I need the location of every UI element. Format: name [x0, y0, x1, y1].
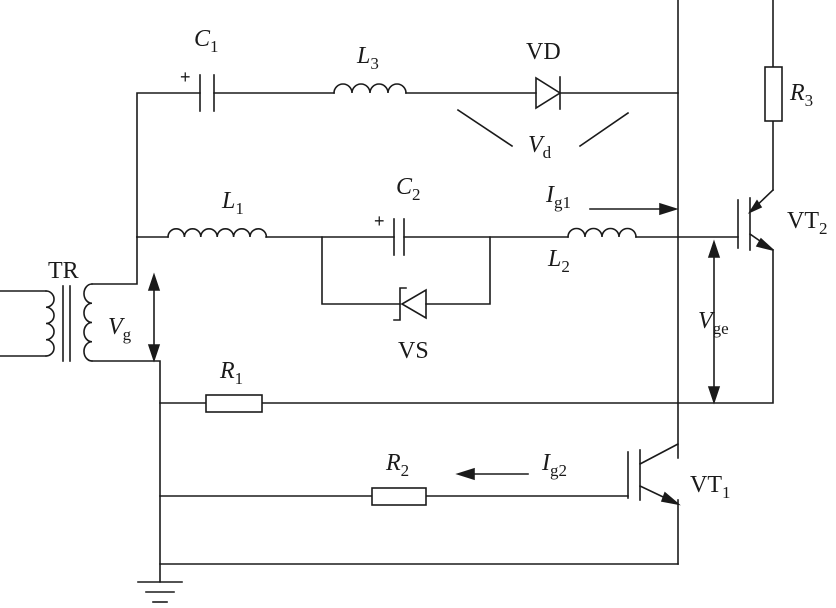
l3-label: L3 [356, 43, 379, 73]
wire-r1-right [261, 249, 774, 404]
vt2-label: VT2 [787, 208, 828, 238]
r2-label: R2 [385, 450, 409, 480]
vd-indicator-left [456, 108, 514, 148]
l2-label: L2 [547, 246, 570, 276]
vg-label: Vg [108, 314, 132, 344]
inductor-l2 [567, 227, 637, 238]
resistor-r1 [205, 394, 263, 413]
ig1-arrow [589, 202, 679, 216]
wire-vs-loop [321, 236, 401, 305]
inductor-l3 [333, 83, 407, 94]
vge-label: Vge [698, 308, 729, 338]
vge-arrow [707, 239, 721, 405]
vt1-label: VT1 [690, 472, 731, 502]
ground-icon [137, 581, 183, 603]
zener-vs [393, 287, 427, 321]
ig2-label: Ig2 [541, 450, 567, 480]
transistor-vt1 [627, 442, 681, 506]
vd-label: VD [526, 39, 561, 65]
capacitor-c2 [393, 218, 405, 256]
capacitor-c1 [199, 74, 215, 112]
vs-label: VS [398, 338, 429, 364]
tr-label: TR [48, 258, 79, 284]
r3-label: R3 [789, 80, 813, 110]
vg-arrow [147, 272, 161, 363]
transistor-vt2 [737, 188, 775, 252]
wire-tr-bottom [91, 360, 161, 583]
wire-tr-top [91, 236, 138, 285]
c2-label: C2 [396, 174, 421, 204]
c2-plus: + [374, 211, 385, 231]
l1-label: L1 [221, 188, 244, 218]
wire-top-branch-left [136, 92, 201, 238]
diode-vd [535, 76, 562, 110]
resistor-r2 [371, 487, 427, 506]
ig2-arrow [455, 467, 529, 481]
vd-indicator-right [578, 111, 630, 148]
transformer-tr [45, 283, 93, 362]
ig1-label: Ig1 [545, 182, 571, 212]
c1-label: C1 [194, 26, 219, 56]
vd-voltage-label: Vd [528, 132, 552, 162]
wires [0, 0, 774, 583]
inductor-l1 [167, 228, 268, 238]
wire-vs-loop-right [425, 236, 491, 305]
r1-label: R1 [219, 358, 243, 388]
c1-plus: + [180, 67, 191, 87]
resistor-r3 [764, 66, 783, 122]
